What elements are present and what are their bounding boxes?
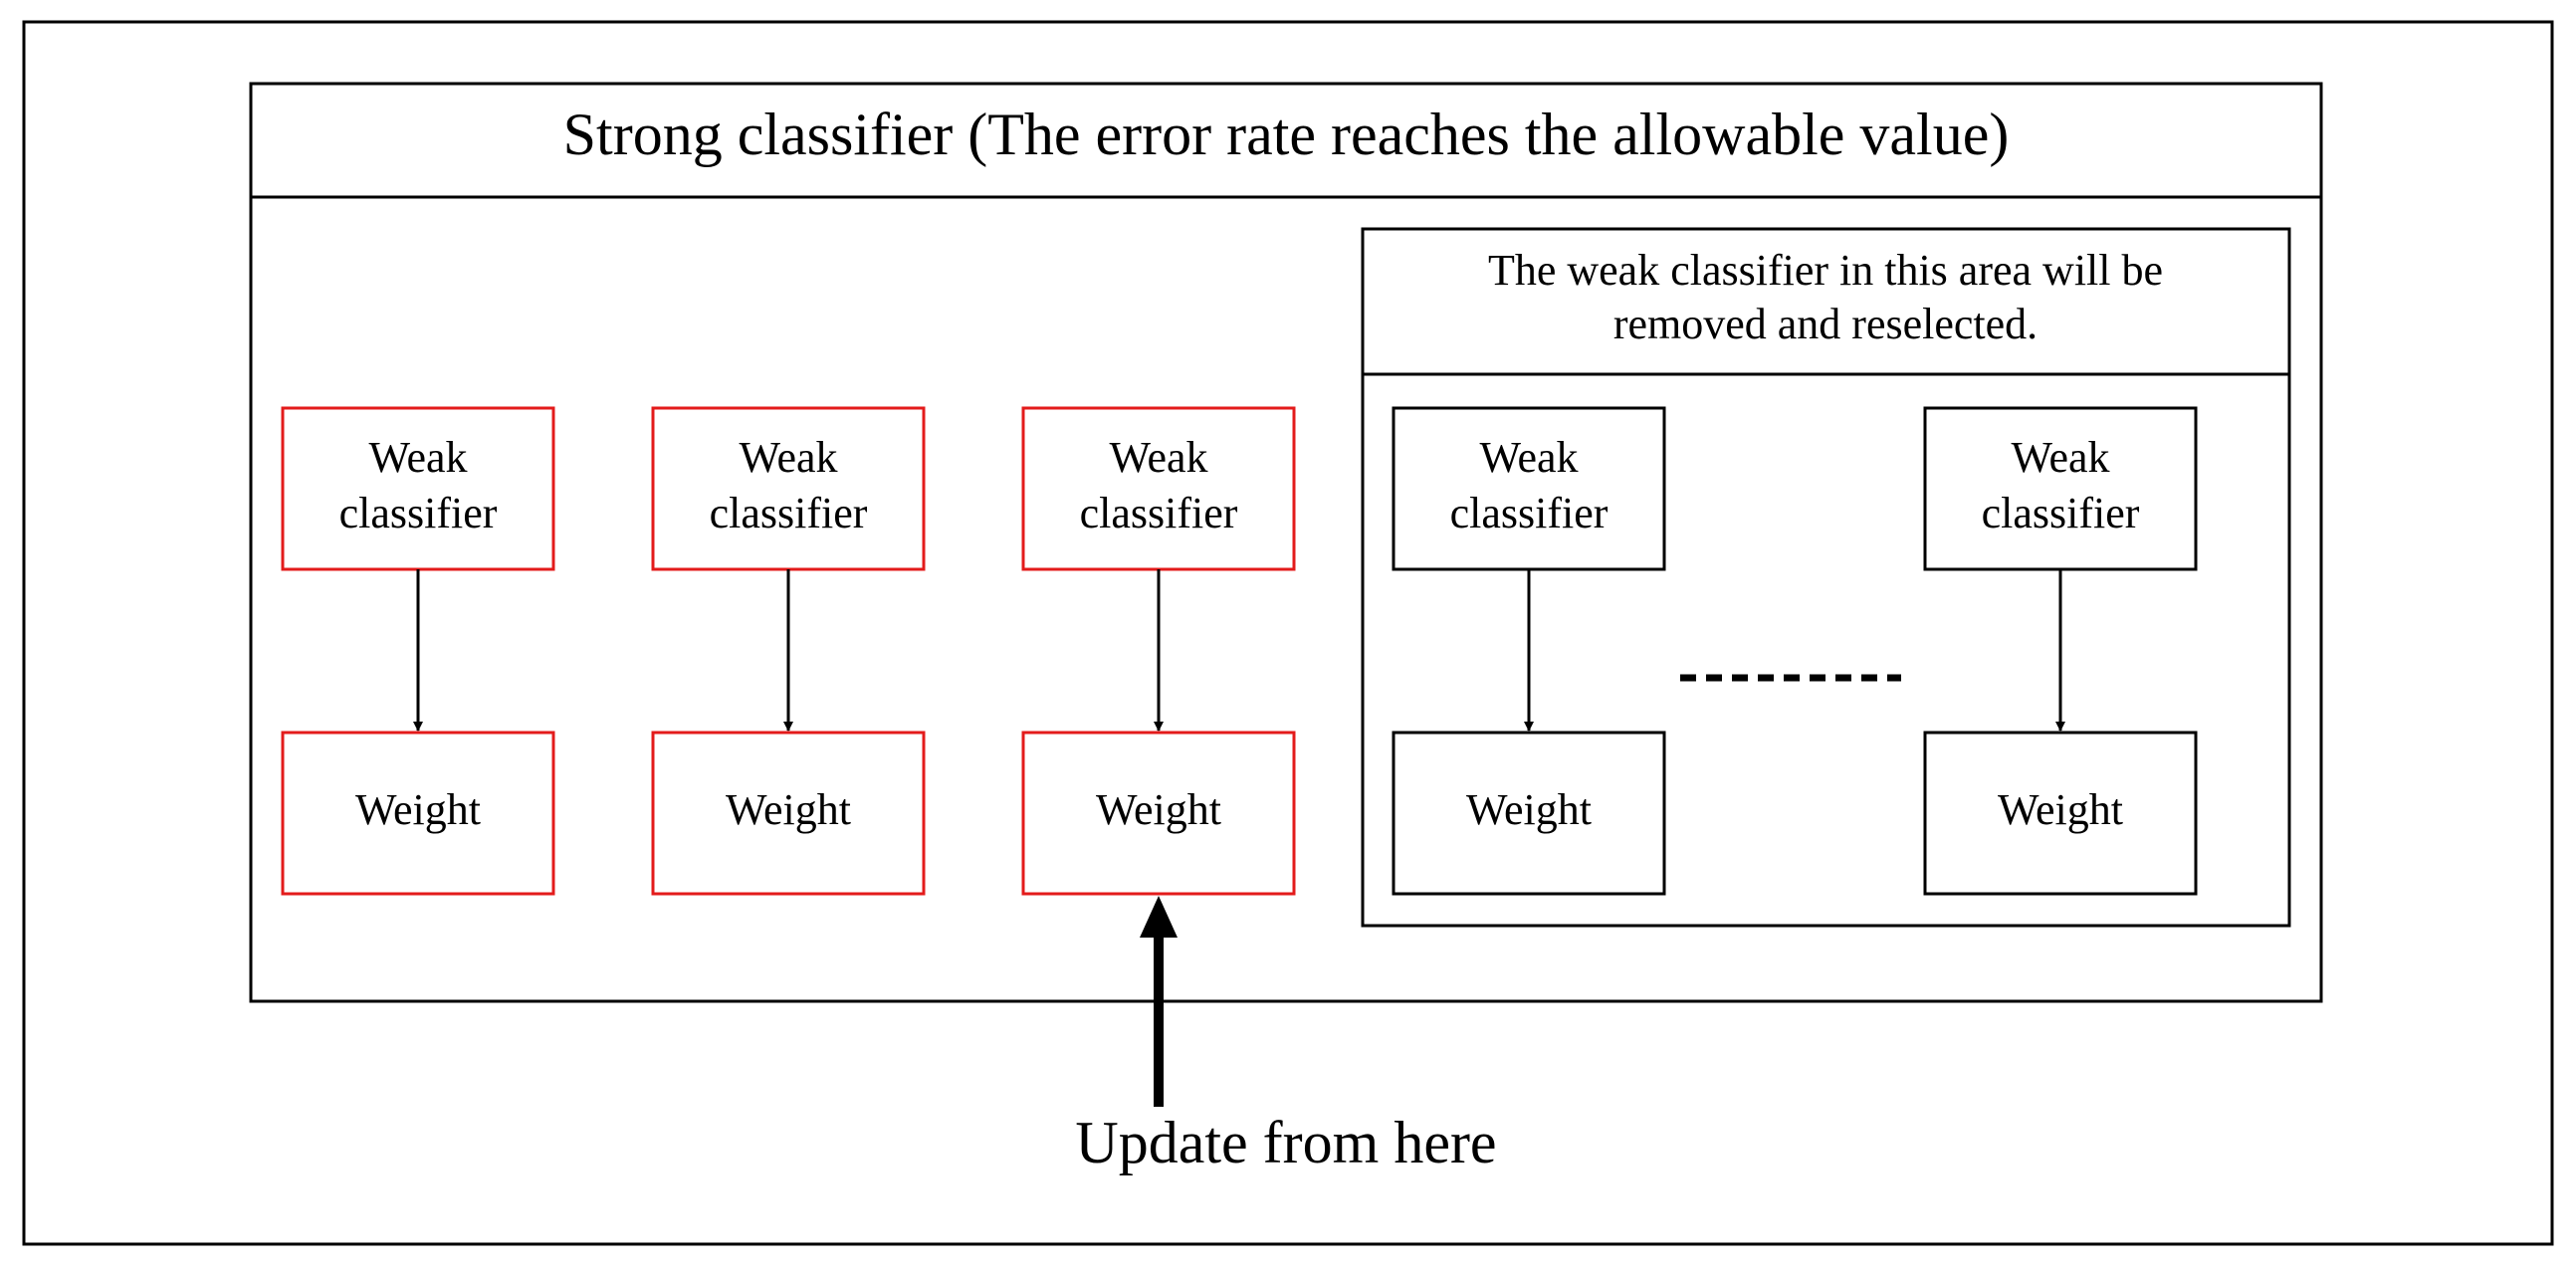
update-label: Update from here <box>1075 1110 1496 1175</box>
strong-classifier-box <box>249 82 2323 1003</box>
retained-pair: Weak classifier Weight <box>651 406 926 896</box>
weak-classifier-label-line1: Weak <box>739 433 837 482</box>
weight-box <box>651 731 926 896</box>
removed-pair: Weak classifier Weight <box>1392 406 1666 896</box>
weak-classifier-label-line2: classifier <box>1080 489 1238 537</box>
weight-label: Weight <box>1096 785 1221 834</box>
weight-label: Weight <box>1466 785 1592 834</box>
weak-classifier-label-line2: classifier <box>1982 489 2140 537</box>
removed-pair: Weak classifier Weight <box>1923 406 2198 896</box>
weight-label: Weight <box>726 785 851 834</box>
weak-classifier-label-line2: classifier <box>710 489 868 537</box>
weight-box <box>281 731 555 896</box>
removal-area-title-line2: removed and reselected. <box>1613 300 2038 348</box>
retained-pair: Weak classifier Weight <box>281 406 555 896</box>
weight-label: Weight <box>1998 785 2123 834</box>
update-arrow-head <box>1140 896 1178 938</box>
weight-box <box>1021 731 1296 896</box>
outer-frame <box>22 20 2554 1246</box>
removal-area-box <box>1361 227 2291 928</box>
weak-classifier-label-line1: Weak <box>2011 433 2109 482</box>
removal-area-title-line1: The weak classifier in this area will be <box>1488 246 2163 295</box>
weak-classifier-label-line1: Weak <box>368 433 467 482</box>
weak-classifier-label-line1: Weak <box>1479 433 1578 482</box>
weight-box <box>1392 731 1666 896</box>
weight-label: Weight <box>355 785 481 834</box>
weak-classifier-label-line2: classifier <box>339 489 498 537</box>
retained-pair: Weak classifier Weight <box>1021 406 1296 896</box>
weak-classifier-label-line1: Weak <box>1109 433 1207 482</box>
weak-classifier-label-line2: classifier <box>1450 489 1609 537</box>
weight-box <box>1923 731 2198 896</box>
strong-classifier-title: Strong classifier (The error rate reache… <box>563 102 2010 167</box>
